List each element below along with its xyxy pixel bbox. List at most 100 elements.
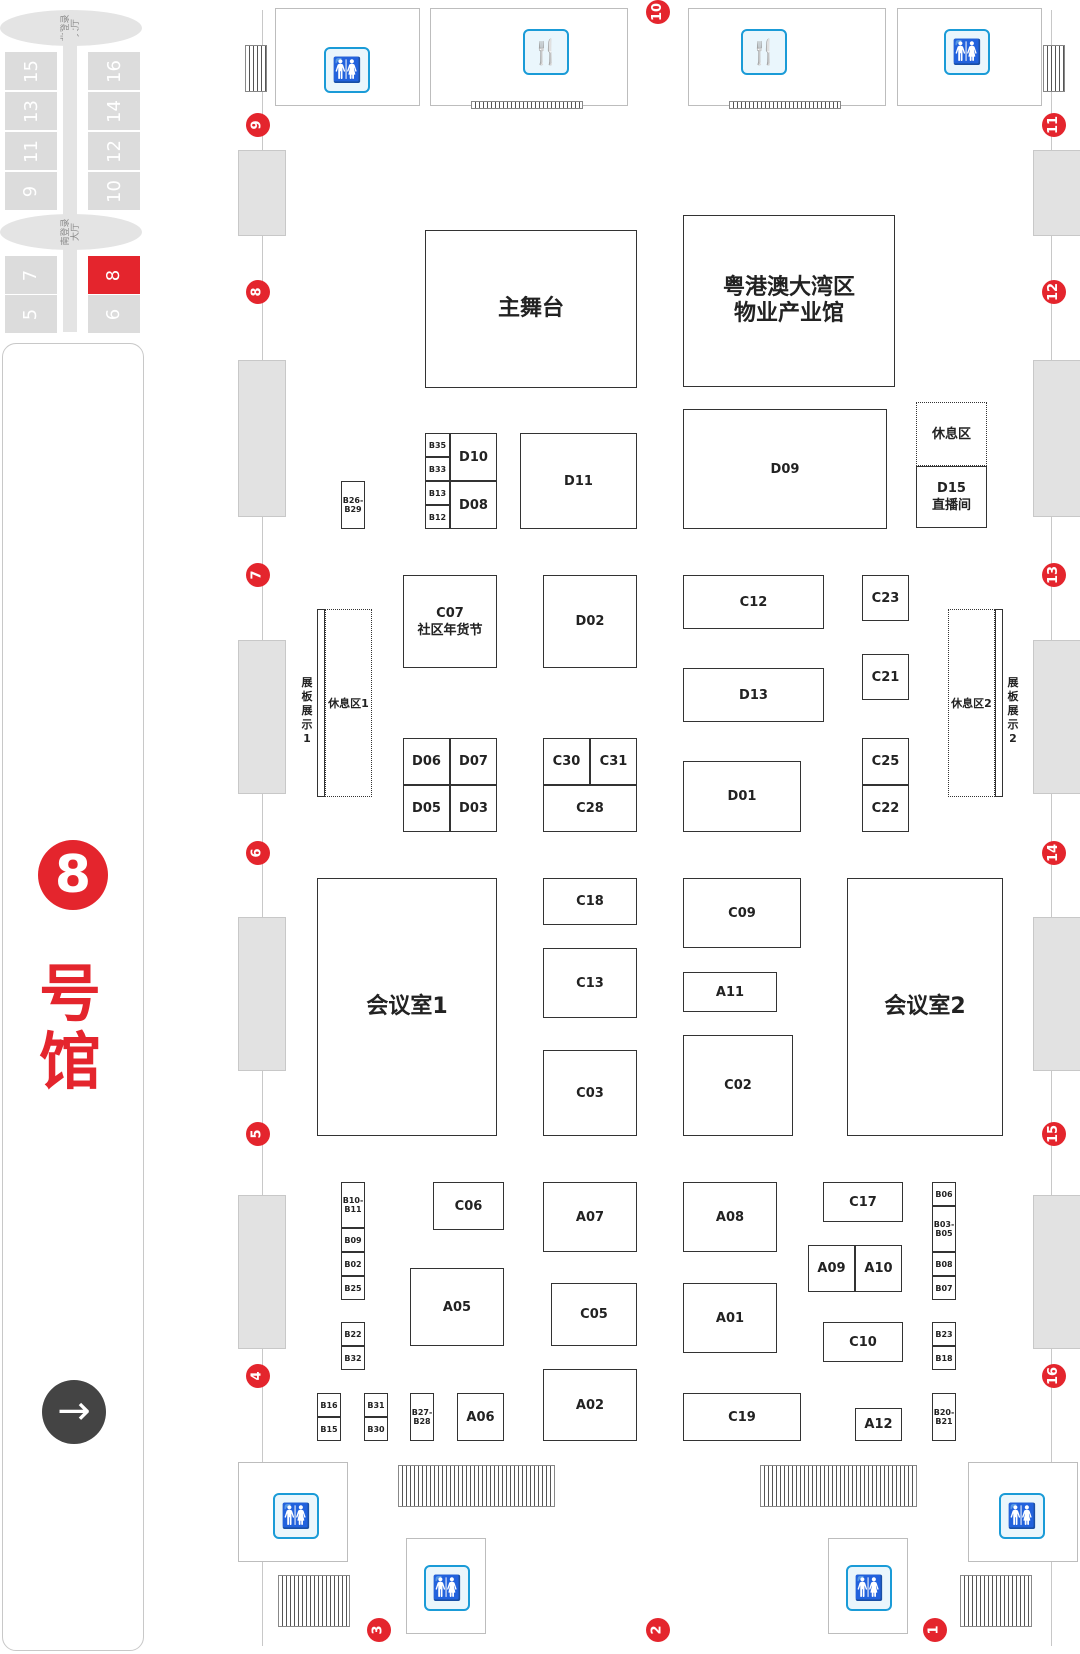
booth-b13[interactable]: B13 xyxy=(425,481,450,505)
booth-b30[interactable]: B30 xyxy=(364,1417,388,1441)
mini-hall-11[interactable]: 11 xyxy=(5,132,57,170)
booth-c05[interactable]: C05 xyxy=(551,1283,637,1346)
door-13[interactable]: 13 xyxy=(1042,563,1066,587)
door-4[interactable]: 4 xyxy=(246,1364,270,1388)
booth-b09[interactable]: B09 xyxy=(341,1228,365,1252)
booth-b18[interactable]: B18 xyxy=(932,1346,956,1370)
door-7[interactable]: 7 xyxy=(246,563,270,587)
rest-area[interactable]: 休息区 xyxy=(916,402,987,466)
booth-b31[interactable]: B31 xyxy=(364,1393,388,1417)
door-6[interactable]: 6 xyxy=(246,841,270,865)
booth-a09[interactable]: A09 xyxy=(808,1245,855,1292)
booth-d15-livestream[interactable]: D15 直播间 xyxy=(916,466,987,528)
booth-d10[interactable]: D10 xyxy=(450,433,497,481)
booth-a05[interactable]: A05 xyxy=(410,1268,504,1346)
booth-d02[interactable]: D02 xyxy=(543,575,637,668)
booth-b10-b11[interactable]: B10- B11 xyxy=(341,1182,365,1228)
booth-b32[interactable]: B32 xyxy=(341,1346,365,1370)
booth-b15[interactable]: B15 xyxy=(317,1417,341,1441)
booth-d03[interactable]: D03 xyxy=(450,785,497,832)
door-10[interactable]: 10 xyxy=(646,0,670,24)
mini-hall-12[interactable]: 12 xyxy=(88,132,140,170)
gba-pavilion[interactable]: 粤港澳大湾区 物业产业馆 xyxy=(683,215,895,387)
booth-c23[interactable]: C23 xyxy=(862,575,909,621)
booth-d01[interactable]: D01 xyxy=(683,761,801,832)
door-8[interactable]: 8 xyxy=(246,280,270,304)
booth-b03-b05[interactable]: B03- B05 xyxy=(932,1206,956,1252)
booth-b23[interactable]: B23 xyxy=(932,1322,956,1346)
door-5[interactable]: 5 xyxy=(246,1122,270,1146)
booth-b07[interactable]: B07 xyxy=(932,1276,956,1300)
booth-b22[interactable]: B22 xyxy=(341,1322,365,1346)
booth-a01[interactable]: A01 xyxy=(683,1283,777,1353)
door-9[interactable]: 9 xyxy=(246,113,270,137)
booth-c12[interactable]: C12 xyxy=(683,575,824,629)
booth-d09[interactable]: D09 xyxy=(683,409,887,529)
door-11[interactable]: 11 xyxy=(1042,113,1066,137)
booth-c28[interactable]: C28 xyxy=(543,785,637,832)
booth-c06[interactable]: C06 xyxy=(433,1182,504,1230)
booth-c21[interactable]: C21 xyxy=(862,654,909,700)
mini-hall-5[interactable]: 5 xyxy=(5,295,57,333)
booth-a12[interactable]: A12 xyxy=(855,1408,902,1441)
booth-c31[interactable]: C31 xyxy=(590,738,637,785)
booth-d07[interactable]: D07 xyxy=(450,738,497,785)
door-16[interactable]: 16 xyxy=(1042,1364,1066,1388)
booth-b06[interactable]: B06 xyxy=(932,1182,956,1206)
booth-c02[interactable]: C02 xyxy=(683,1035,793,1136)
rest-area-1[interactable]: 休息区1 xyxy=(325,609,372,797)
booth-a08[interactable]: A08 xyxy=(683,1182,777,1252)
booth-b08[interactable]: B08 xyxy=(932,1252,956,1276)
booth-c03[interactable]: C03 xyxy=(543,1050,637,1136)
booth-c30[interactable]: C30 xyxy=(543,738,590,785)
booth-a11[interactable]: A11 xyxy=(683,972,777,1012)
booth-c09[interactable]: C09 xyxy=(683,878,801,948)
booth-b16[interactable]: B16 xyxy=(317,1393,341,1417)
booth-b20-b21[interactable]: B20- B21 xyxy=(932,1393,956,1441)
booth-d13[interactable]: D13 xyxy=(683,668,824,722)
booth-d08[interactable]: D08 xyxy=(450,481,497,529)
door-12[interactable]: 12 xyxy=(1042,280,1066,304)
booth-a06[interactable]: A06 xyxy=(457,1393,504,1441)
booth-b12[interactable]: B12 xyxy=(425,505,450,529)
booth-b02[interactable]: B02 xyxy=(341,1252,365,1276)
mini-hall-10[interactable]: 10 xyxy=(88,172,140,210)
booth-c25[interactable]: C25 xyxy=(862,738,909,785)
mini-hall-6[interactable]: 6 xyxy=(88,295,140,333)
booth-b26-b29[interactable]: B26- B29 xyxy=(341,481,365,529)
door-15[interactable]: 15 xyxy=(1042,1122,1066,1146)
booth-d11[interactable]: D11 xyxy=(520,433,637,529)
booth-c18[interactable]: C18 xyxy=(543,878,637,925)
booth-c17[interactable]: C17 xyxy=(823,1182,903,1222)
rest-area-2[interactable]: 休息区2 xyxy=(948,609,995,797)
booth-d05[interactable]: D05 xyxy=(403,785,450,832)
mini-hall-14[interactable]: 14 xyxy=(88,92,140,130)
booth-b35[interactable]: B35 xyxy=(425,433,450,457)
mini-hall-9[interactable]: 9 xyxy=(5,172,57,210)
booth-c13[interactable]: C13 xyxy=(543,948,637,1018)
door-1[interactable]: 1 xyxy=(923,1618,947,1642)
door-2[interactable]: 2 xyxy=(646,1618,670,1642)
mini-hall-13[interactable]: 13 xyxy=(5,92,57,130)
booth-c22[interactable]: C22 xyxy=(862,785,909,832)
arrow-right-icon[interactable]: → xyxy=(42,1380,106,1444)
booth-a02[interactable]: A02 xyxy=(543,1369,637,1441)
mini-hall-16[interactable]: 16 xyxy=(88,52,140,90)
booth-c10[interactable]: C10 xyxy=(823,1322,903,1362)
door-3[interactable]: 3 xyxy=(367,1618,391,1642)
mini-hall-8-active[interactable]: 8 xyxy=(88,256,140,294)
mini-hall-7[interactable]: 7 xyxy=(5,256,57,294)
booth-b25[interactable]: B25 xyxy=(341,1276,365,1300)
booth-a10[interactable]: A10 xyxy=(855,1245,902,1292)
mini-hall-15[interactable]: 15 xyxy=(5,52,57,90)
booth-b27-b28[interactable]: B27- B28 xyxy=(410,1393,434,1441)
booth-c07[interactable]: C07 社区年货节 xyxy=(403,575,497,668)
main-stage[interactable]: 主舞台 xyxy=(425,230,637,388)
booth-a07[interactable]: A07 xyxy=(543,1182,637,1252)
booth-d06[interactable]: D06 xyxy=(403,738,450,785)
meeting-room-2[interactable]: 会议室2 xyxy=(847,878,1003,1136)
booth-b33[interactable]: B33 xyxy=(425,457,450,481)
door-14[interactable]: 14 xyxy=(1042,841,1066,865)
meeting-room-1[interactable]: 会议室1 xyxy=(317,878,497,1136)
booth-c19[interactable]: C19 xyxy=(683,1393,801,1441)
